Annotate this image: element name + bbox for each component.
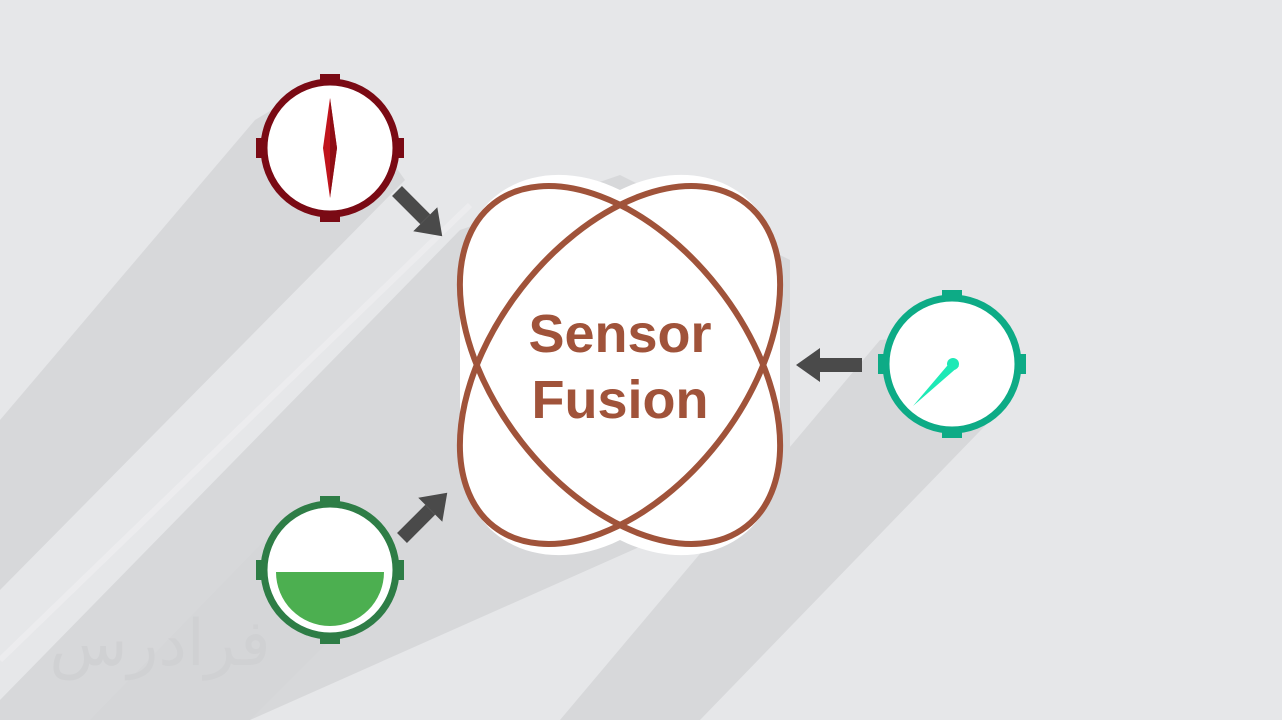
fusion-title-line2: Fusion xyxy=(532,370,709,430)
gauge-tab-left xyxy=(878,354,886,374)
compass-tab-top xyxy=(320,74,340,82)
level-tab-right xyxy=(396,560,404,580)
sensor-fusion-node: Sensor Fusion xyxy=(456,174,784,556)
shadow-gauge xyxy=(560,330,1010,720)
compass-tab-bottom xyxy=(320,214,340,222)
arrow-gauge-to-fusion xyxy=(796,348,862,382)
compass-needle-shade xyxy=(330,98,337,198)
arrow-level-to-fusion xyxy=(397,492,448,543)
level-fill xyxy=(276,572,384,626)
level-tab-left xyxy=(256,560,264,580)
fusion-background xyxy=(459,174,781,556)
speed-gauge-icon xyxy=(878,290,1026,438)
fusion-title-line1: Sensor xyxy=(528,304,711,364)
shadow-highlight-line xyxy=(0,202,473,663)
arrow-compass-to-fusion xyxy=(392,186,443,237)
compass-tab-left xyxy=(256,138,264,158)
gauge-tab-bottom xyxy=(942,430,962,438)
arrows xyxy=(392,186,862,543)
gauge-tab-right xyxy=(1018,354,1026,374)
gauge-tab-top xyxy=(942,290,962,298)
watermark: فرادرس xyxy=(49,607,270,681)
gauge-needle-tip xyxy=(947,358,959,370)
fusion-ring-b xyxy=(456,183,784,547)
gauge-needle xyxy=(913,366,959,406)
level-tab-top xyxy=(320,496,340,504)
compass-tab-right xyxy=(396,138,404,158)
level-tab-bottom xyxy=(320,636,340,644)
fusion-ring-a xyxy=(456,183,784,547)
compass-icon xyxy=(256,74,404,222)
level-gauge-icon xyxy=(256,496,404,644)
